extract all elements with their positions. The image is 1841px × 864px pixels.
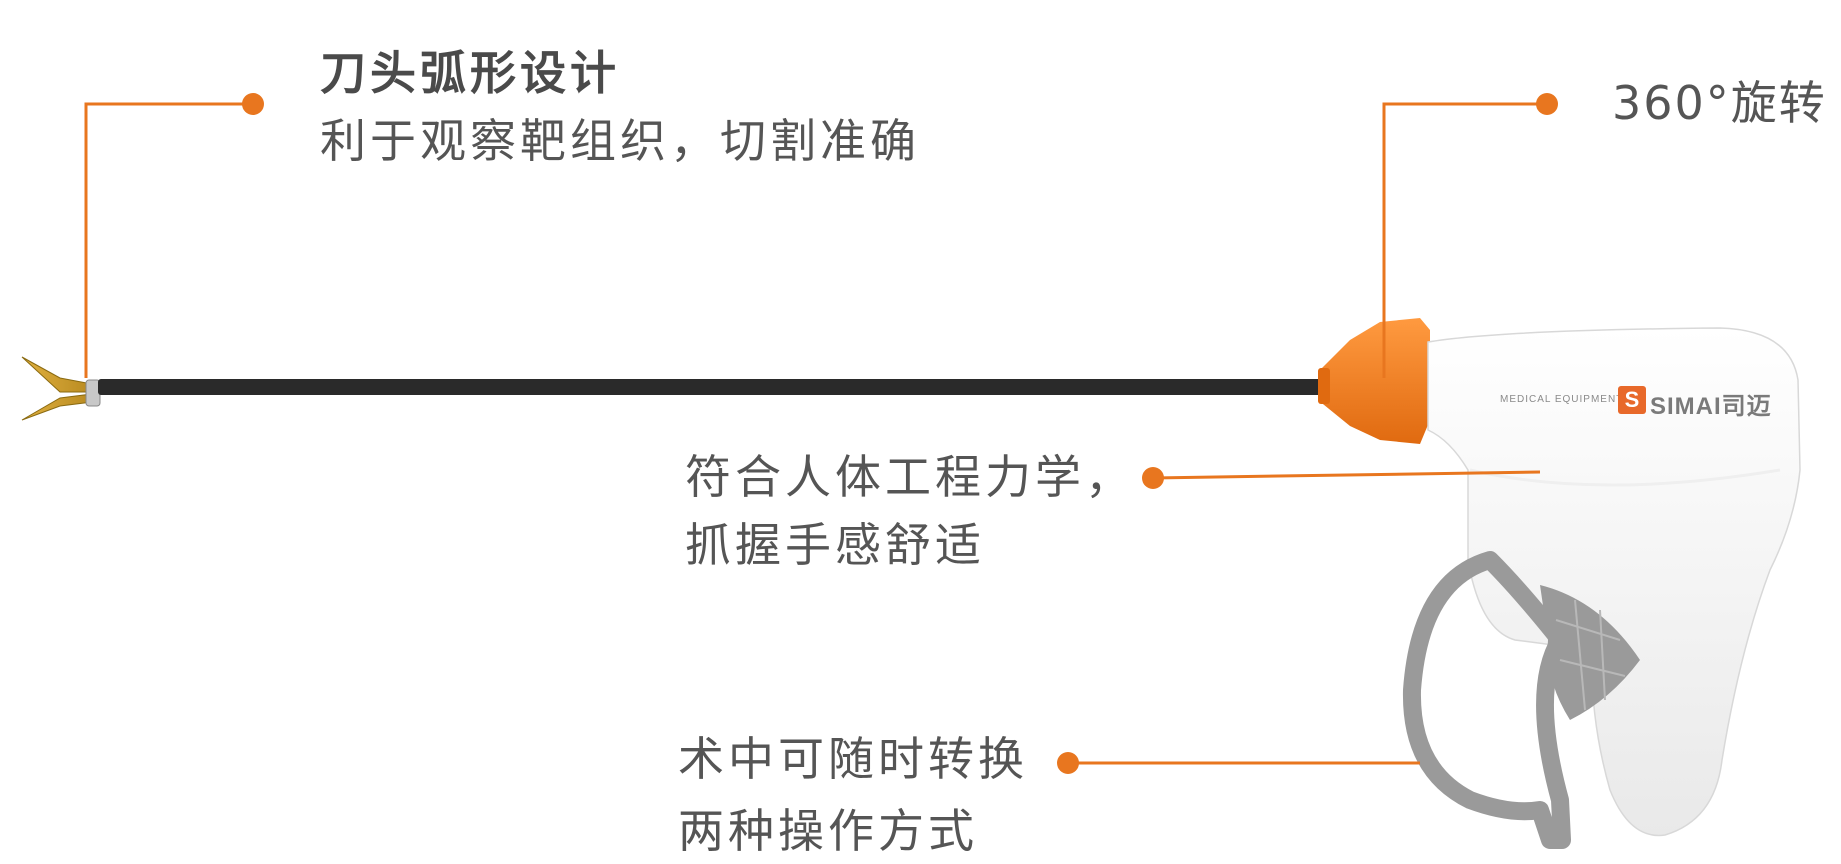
feature-tip-title: 刀头弧形设计 — [320, 46, 620, 100]
feature-mode-line2: 两种操作方式 — [678, 804, 978, 858]
brand-logo-icon: S — [1618, 386, 1646, 414]
callout-dots — [242, 93, 1558, 774]
jaw-tip — [21, 356, 101, 421]
trigger-grip — [1402, 551, 1640, 849]
feature-ergonomic-line1: 符合人体工程力学， — [685, 450, 1135, 504]
rotation-knob — [1318, 318, 1430, 444]
callout-lines — [84, 102, 1547, 765]
brand-name: SIMAI司迈 — [1650, 393, 1772, 420]
feature-mode-line1: 术中可随时转换 — [678, 732, 1028, 786]
feature-rotation-title: 360°旋转 — [1612, 76, 1827, 130]
handle-body — [1427, 327, 1801, 837]
feature-ergonomic-line2: 抓握手感舒适 — [685, 518, 985, 572]
shaft — [98, 379, 1330, 395]
brand-subtitle: MEDICAL EQUIPMENT — [1500, 394, 1624, 405]
feature-tip-desc: 利于观察靶组织，切割准确 — [320, 114, 920, 168]
